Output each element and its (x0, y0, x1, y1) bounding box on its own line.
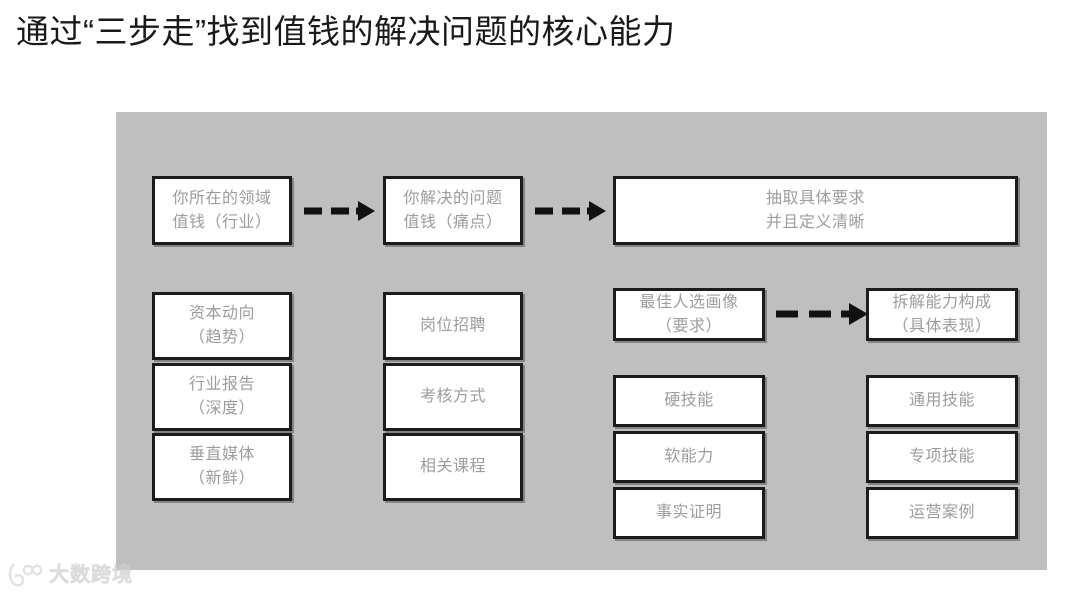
node-label: 垂直媒体 （新鲜） (188, 446, 255, 487)
node-requirement-label: 抽取具体要求 并且定义清晰 (765, 189, 865, 231)
node-column-persona-1[interactable]: 软能力 (613, 431, 765, 483)
node-column-ability-1[interactable]: 专项技能 (866, 431, 1018, 483)
node-persona[interactable]: 最佳人选画像 （要求） (613, 288, 765, 341)
node-column-industry-0[interactable]: 资本动向 （趋势） (152, 292, 292, 360)
diagram-panel: 你所在的领域 值钱（行业） 你解决的问题 值钱（痛点） 抽取具体要求 并且定义清… (116, 112, 1047, 570)
node-label: 考核方式 (419, 388, 486, 405)
node-column-ability-0[interactable]: 通用技能 (866, 375, 1018, 427)
node-column-painpoint-1[interactable]: 考核方式 (383, 363, 523, 431)
node-breakdown-label: 拆解能力构成 （具体表现） (892, 293, 992, 335)
node-label: 专项技能 (908, 448, 975, 465)
arrow-persona-to-breakdown (773, 300, 869, 328)
node-column-persona-0[interactable]: 硬技能 (613, 375, 765, 427)
node-label: 岗位招聘 (419, 317, 486, 334)
node-label: 软能力 (664, 448, 714, 465)
node-label: 通用技能 (908, 392, 975, 409)
node-domain[interactable]: 你所在的领域 值钱（行业） (152, 176, 292, 245)
node-column-industry-2[interactable]: 垂直媒体 （新鲜） (152, 433, 292, 501)
arrow-domain-to-problem (302, 197, 376, 225)
node-domain-label: 你所在的领域 值钱（行业） (172, 189, 272, 231)
node-label: 行业报告 （深度） (188, 376, 255, 417)
node-label: 相关课程 (419, 458, 486, 475)
dashuquajing-logo-icon (8, 562, 43, 588)
page-title: 通过“三步走”找到值钱的解决问题的核心能力 (16, 13, 676, 50)
node-column-industry-1[interactable]: 行业报告 （深度） (152, 363, 292, 431)
node-label: 事实证明 (655, 504, 722, 521)
node-problem-label: 你解决的问题 值钱（痛点） (403, 189, 503, 231)
watermark: 大数跨境 (8, 562, 133, 588)
node-breakdown[interactable]: 拆解能力构成 （具体表现） (866, 288, 1018, 341)
node-persona-label: 最佳人选画像 （要求） (639, 293, 739, 335)
node-label: 硬技能 (664, 392, 714, 409)
node-requirement[interactable]: 抽取具体要求 并且定义清晰 (613, 176, 1018, 245)
node-problem[interactable]: 你解决的问题 值钱（痛点） (383, 176, 523, 245)
node-label: 资本动向 （趋势） (188, 305, 255, 346)
node-column-persona-2[interactable]: 事实证明 (613, 487, 765, 539)
node-column-painpoint-2[interactable]: 相关课程 (383, 433, 523, 501)
node-column-painpoint-0[interactable]: 岗位招聘 (383, 292, 523, 360)
node-column-ability-2[interactable]: 运营案例 (866, 487, 1018, 539)
node-label: 运营案例 (908, 504, 975, 521)
arrow-problem-to-requirement (533, 197, 607, 225)
watermark-label: 大数跨境 (49, 564, 133, 587)
